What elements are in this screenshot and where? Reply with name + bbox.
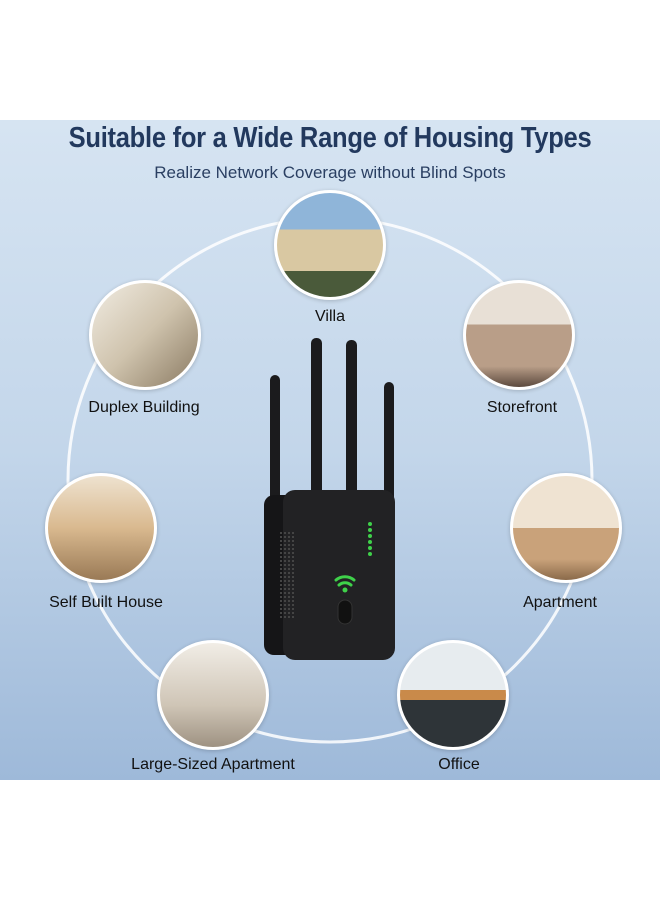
page-title: Suitable for a Wide Range of Housing Typ… [68, 122, 592, 154]
antenna [346, 340, 357, 500]
label-office: Office [438, 756, 480, 773]
label-villa: Villa [315, 308, 345, 325]
office-photo [397, 640, 509, 750]
apartment-photo [510, 473, 622, 583]
status-leds [368, 522, 372, 556]
label-duplex-building: Duplex Building [88, 399, 200, 416]
label-apartment: Apartment [523, 594, 597, 611]
device-body [283, 490, 395, 660]
wifi-icon [334, 575, 356, 587]
label-large-sized-apartment: Large-Sized Apartment [131, 756, 295, 773]
storefront-photo [463, 280, 575, 390]
page-subtitle: Realize Network Coverage without Blind S… [154, 163, 506, 182]
house-photo [45, 473, 157, 583]
antenna [270, 375, 280, 525]
label-storefront: Storefront [486, 399, 558, 416]
villa-photo [274, 190, 386, 300]
wps-button [337, 599, 353, 625]
wifi-extender-device [264, 338, 395, 660]
duplex-photo [89, 280, 201, 390]
label-self-built-house: Self Built House [49, 594, 163, 611]
antenna [311, 338, 322, 498]
large-apartment-photo [157, 640, 269, 750]
